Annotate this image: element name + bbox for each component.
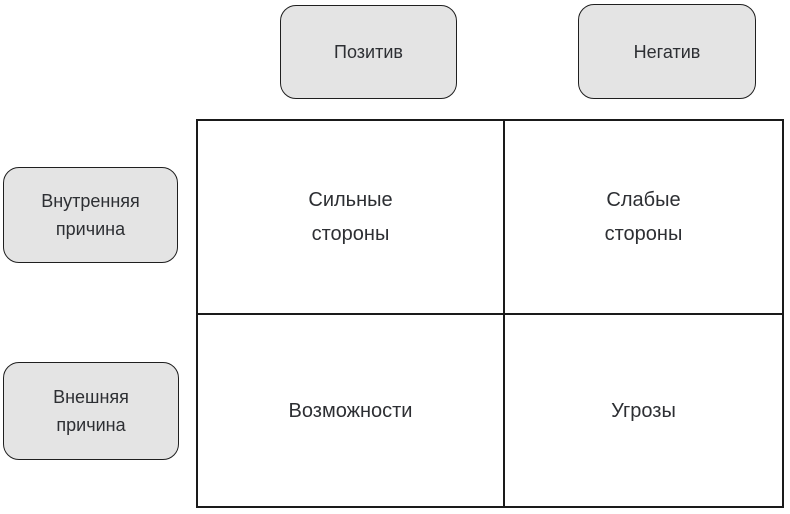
cell-strengths: Сильные стороны [198, 121, 505, 315]
cell-opportunities-label: Возможности [288, 399, 413, 422]
row-header-external-cause-label: Внешняя причина [53, 387, 129, 435]
cell-threats-label: Угрозы [611, 399, 676, 422]
cell-weaknesses: Слабые стороны [505, 121, 782, 315]
column-header-positive: Позитив [280, 5, 457, 99]
column-header-positive-label: Позитив [334, 42, 403, 62]
cell-threats: Угрозы [505, 315, 782, 506]
column-header-negative-label: Негатив [633, 41, 701, 62]
cell-strengths-label: Сильные стороны [308, 189, 393, 245]
matrix-grid: Сильные стороны Слабые стороны Возможнос… [196, 119, 784, 508]
row-header-internal-cause-label: Внутренняя причина [41, 191, 140, 239]
column-header-negative: Негатив [578, 4, 756, 99]
row-header-external-cause: Внешняя причина [3, 362, 179, 460]
cell-opportunities: Возможности [198, 315, 505, 506]
row-header-internal-cause: Внутренняя причина [3, 167, 178, 263]
cell-weaknesses-label: Слабые стороны [604, 189, 683, 245]
